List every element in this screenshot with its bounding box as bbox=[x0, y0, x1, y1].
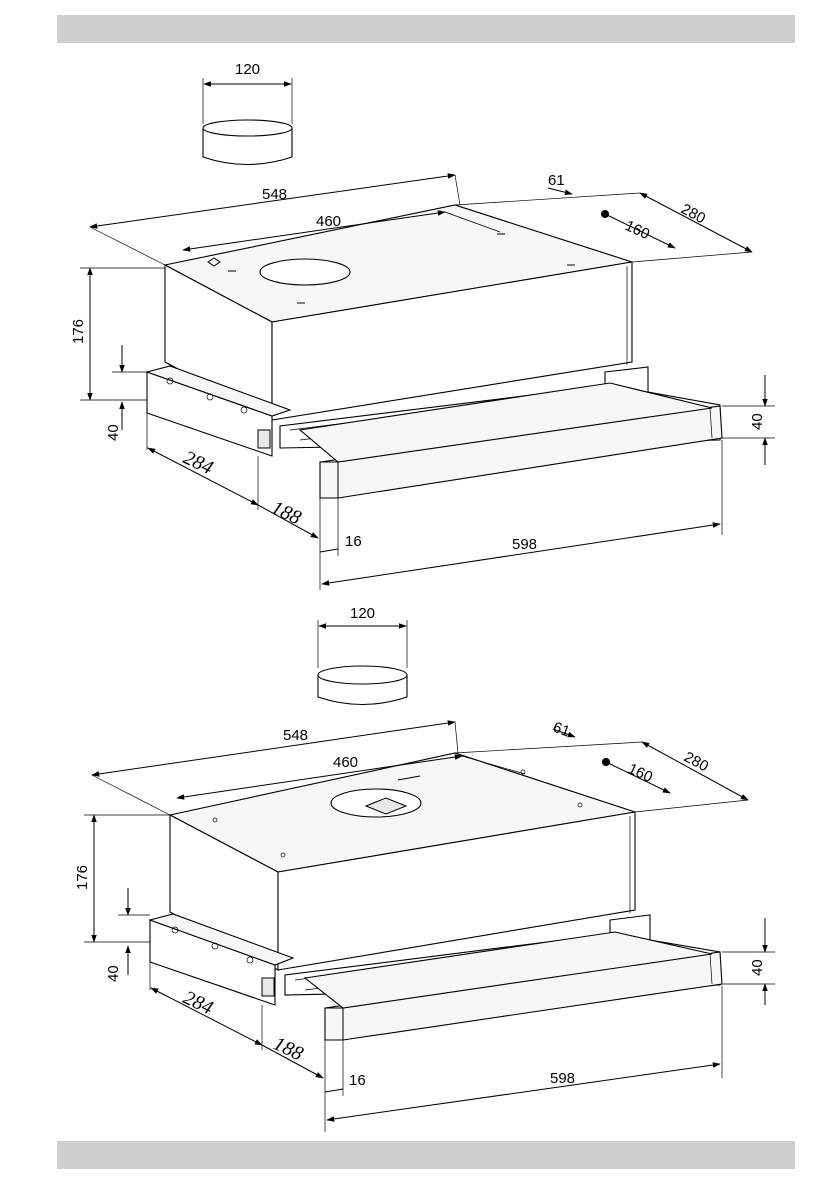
offset-16-label: 16 bbox=[349, 1072, 366, 1089]
visor-40-label: 40 bbox=[749, 413, 766, 430]
front-40-label: 40 bbox=[105, 424, 122, 441]
hood-body bbox=[168, 752, 636, 971]
spacing-460-label: 460 bbox=[316, 213, 341, 230]
footer-band bbox=[57, 1141, 795, 1169]
duct-collar bbox=[317, 620, 408, 706]
front-40-label: 40 bbox=[105, 965, 122, 982]
drawer-frame bbox=[148, 913, 723, 1041]
header-band bbox=[57, 15, 795, 43]
height-176-label: 176 bbox=[70, 319, 87, 344]
spacing-460-label: 460 bbox=[333, 754, 358, 771]
visor-40-label: 40 bbox=[749, 959, 766, 976]
offset-61-label: 61 bbox=[548, 172, 565, 189]
lower-hood-drawing: 120 bbox=[74, 605, 775, 1132]
hole-160-label: 160 bbox=[622, 217, 652, 243]
side-284-label: 284 bbox=[180, 987, 216, 1020]
duct-diameter-label: 120 bbox=[350, 605, 375, 622]
hood-body bbox=[163, 204, 633, 421]
width-598-label: 598 bbox=[550, 1070, 575, 1087]
depth-280-label: 280 bbox=[681, 749, 711, 776]
upper-hood-drawing: 120 bbox=[70, 61, 775, 590]
offset-61-label: 61 bbox=[551, 719, 572, 741]
drawer-188-label: 188 bbox=[270, 1033, 306, 1066]
drawer-frame bbox=[145, 365, 723, 499]
outlet-hole bbox=[259, 258, 351, 286]
width-548-label: 548 bbox=[283, 727, 308, 744]
offset-16-label: 16 bbox=[345, 533, 362, 550]
depth-280-label: 280 bbox=[678, 201, 708, 228]
duct-collar bbox=[202, 78, 293, 166]
hole-160-label: 160 bbox=[625, 760, 655, 786]
width-548-label: 548 bbox=[262, 186, 287, 203]
side-284-label: 284 bbox=[180, 447, 216, 480]
drawer-188-label: 188 bbox=[268, 497, 304, 530]
duct-diameter-label: 120 bbox=[235, 61, 260, 78]
height-176-label: 176 bbox=[74, 865, 91, 890]
width-598-label: 598 bbox=[512, 536, 537, 553]
